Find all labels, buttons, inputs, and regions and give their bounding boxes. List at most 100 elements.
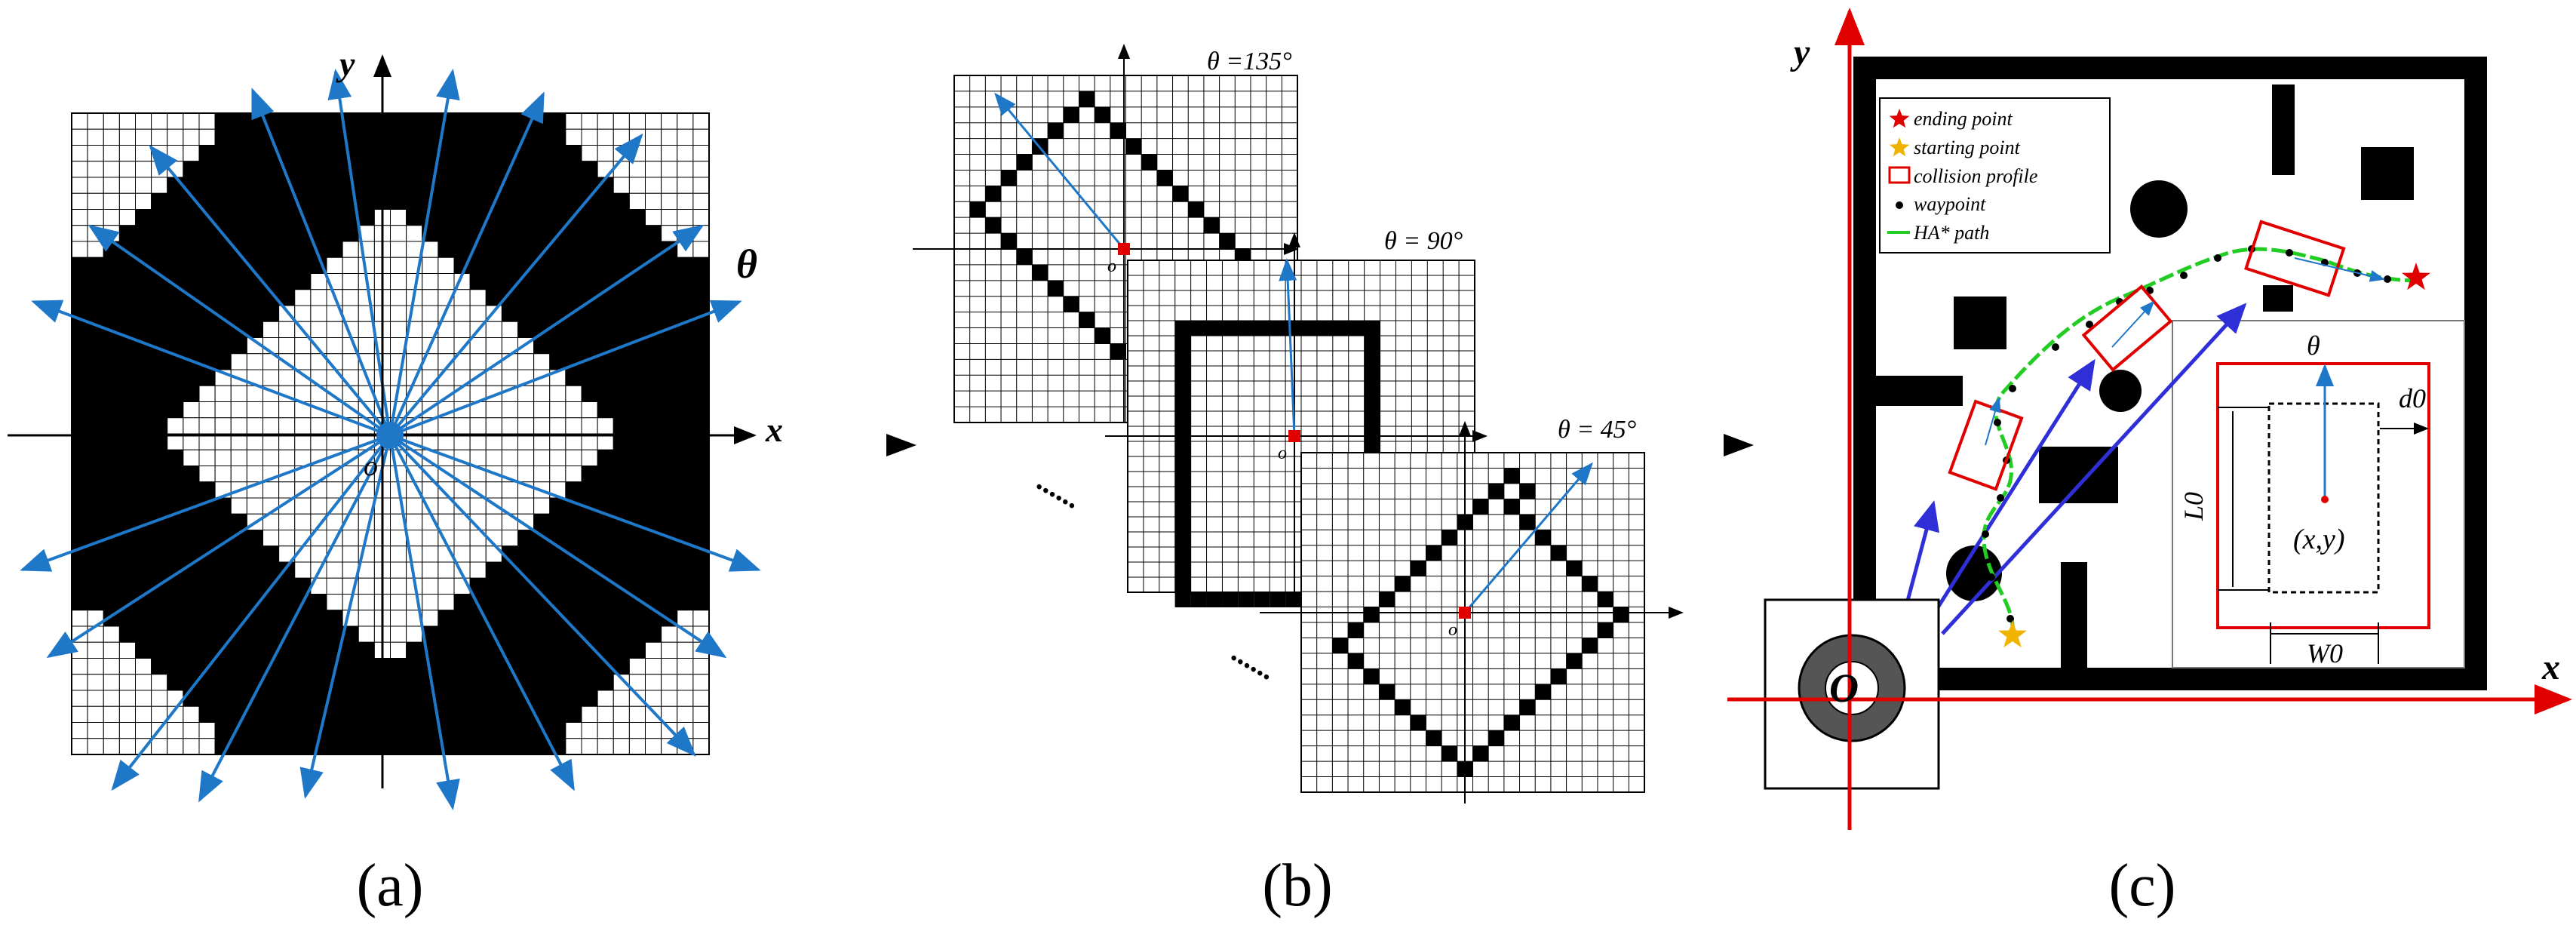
- grid-cell: [628, 497, 646, 515]
- grid-black-cell: [1032, 264, 1049, 281]
- panel-a: x y o θ (a): [8, 45, 783, 919]
- grid-cell: [230, 658, 247, 675]
- grid-cell: [390, 128, 407, 146]
- grid-cell: [390, 530, 407, 547]
- grid-cell: [214, 128, 232, 146]
- grid-cell: [278, 209, 296, 226]
- grid-cell: [501, 369, 518, 386]
- grid-cell: [453, 128, 471, 146]
- grid-cell: [151, 289, 168, 306]
- angle-ray: [388, 224, 705, 437]
- grid-cell: [581, 241, 598, 258]
- grid-cell: [151, 192, 168, 210]
- grid-cell: [390, 305, 407, 322]
- grid-cell: [645, 273, 662, 290]
- grid-cell: [310, 658, 327, 675]
- grid-cell: [278, 449, 296, 466]
- grid-cell: [661, 417, 678, 435]
- grid-cell: [565, 369, 582, 386]
- grid-cell: [438, 625, 455, 643]
- grid-cell: [390, 705, 407, 723]
- grid-cell: [549, 401, 566, 419]
- grid-black-cell: [1363, 668, 1380, 684]
- grid-cell: [565, 690, 582, 707]
- grid-cell: [597, 466, 614, 483]
- grid-cell: [453, 530, 471, 547]
- grid-cell: [118, 690, 136, 707]
- angle-ray: [198, 435, 391, 803]
- grid-cell: [230, 305, 247, 322]
- obstacle-circle-3: [1946, 545, 2002, 601]
- grid-cell: [103, 561, 120, 579]
- grid-cell: [118, 128, 136, 146]
- grid-cell: [501, 705, 518, 723]
- grid-black-cell: [1535, 684, 1551, 700]
- grid-cell: [294, 241, 312, 258]
- grid-cell: [71, 257, 88, 274]
- grid-cell: [422, 209, 439, 226]
- grid-cell: [103, 417, 120, 435]
- grid-cell: [549, 577, 566, 595]
- grid-cell: [278, 241, 296, 258]
- grid-cell: [198, 128, 216, 146]
- grid-cell: [613, 321, 630, 338]
- grid-cell: [198, 722, 216, 739]
- grid-cell: [310, 145, 327, 162]
- grid-cell: [103, 225, 120, 242]
- grid-cell: [613, 257, 630, 274]
- angle-ray: [389, 434, 761, 572]
- grid-cell: [71, 481, 88, 499]
- grid-cell: [87, 738, 104, 755]
- grid-cell: [692, 674, 710, 691]
- grid-cell: [501, 401, 518, 419]
- grid-black-cell: [985, 217, 1002, 234]
- grid-cell: [438, 192, 455, 210]
- grid-cell: [87, 128, 104, 146]
- grid-black-cell: [1301, 321, 1317, 336]
- legend-waypoint-dot: [1896, 201, 1903, 209]
- grid-cell: [358, 722, 375, 739]
- grid-cell: [135, 369, 152, 386]
- grid-cell: [214, 385, 232, 402]
- grid-cell: [501, 577, 518, 595]
- angle-ray: [388, 434, 696, 757]
- grid-black-cell: [1410, 561, 1426, 576]
- grid-cell: [597, 305, 614, 322]
- grid-cell: [692, 289, 710, 306]
- grid-cell: [151, 561, 168, 579]
- grid-cell: [422, 112, 439, 130]
- grid-cell: [151, 112, 168, 130]
- grid-cell: [469, 192, 487, 210]
- grid-cell: [677, 545, 694, 563]
- grid-cell: [71, 417, 88, 435]
- grid-cell: [118, 497, 136, 515]
- grid-cell: [246, 321, 263, 338]
- grid-cell: [135, 128, 152, 146]
- grid-cell: [71, 161, 88, 178]
- grid-cell: [533, 658, 551, 675]
- grid-cell: [118, 641, 136, 659]
- grid-cell: [549, 497, 566, 515]
- grid-cell: [517, 225, 535, 242]
- grid-cell: [438, 417, 455, 435]
- grid-cell: [214, 177, 232, 194]
- grid-cell: [342, 705, 359, 723]
- grid-cell: [677, 690, 694, 707]
- grid-cell: [517, 610, 535, 627]
- grid-cell: [438, 641, 455, 659]
- grid-cell: [103, 497, 120, 515]
- grid-cell: [294, 128, 312, 146]
- grid-cell: [326, 209, 343, 226]
- grid-cell: [597, 369, 614, 386]
- grid-cell: [294, 145, 312, 162]
- grid-cell: [677, 192, 694, 210]
- grid-cell: [358, 610, 375, 627]
- grid-cell: [135, 145, 152, 162]
- grid-cell: [103, 705, 120, 723]
- grid-cell: [645, 289, 662, 306]
- grid-cell: [501, 625, 518, 643]
- grid-cell: [103, 481, 120, 499]
- grid-cell: [326, 257, 343, 274]
- grid-cell: [645, 337, 662, 355]
- grid-cell: [453, 289, 471, 306]
